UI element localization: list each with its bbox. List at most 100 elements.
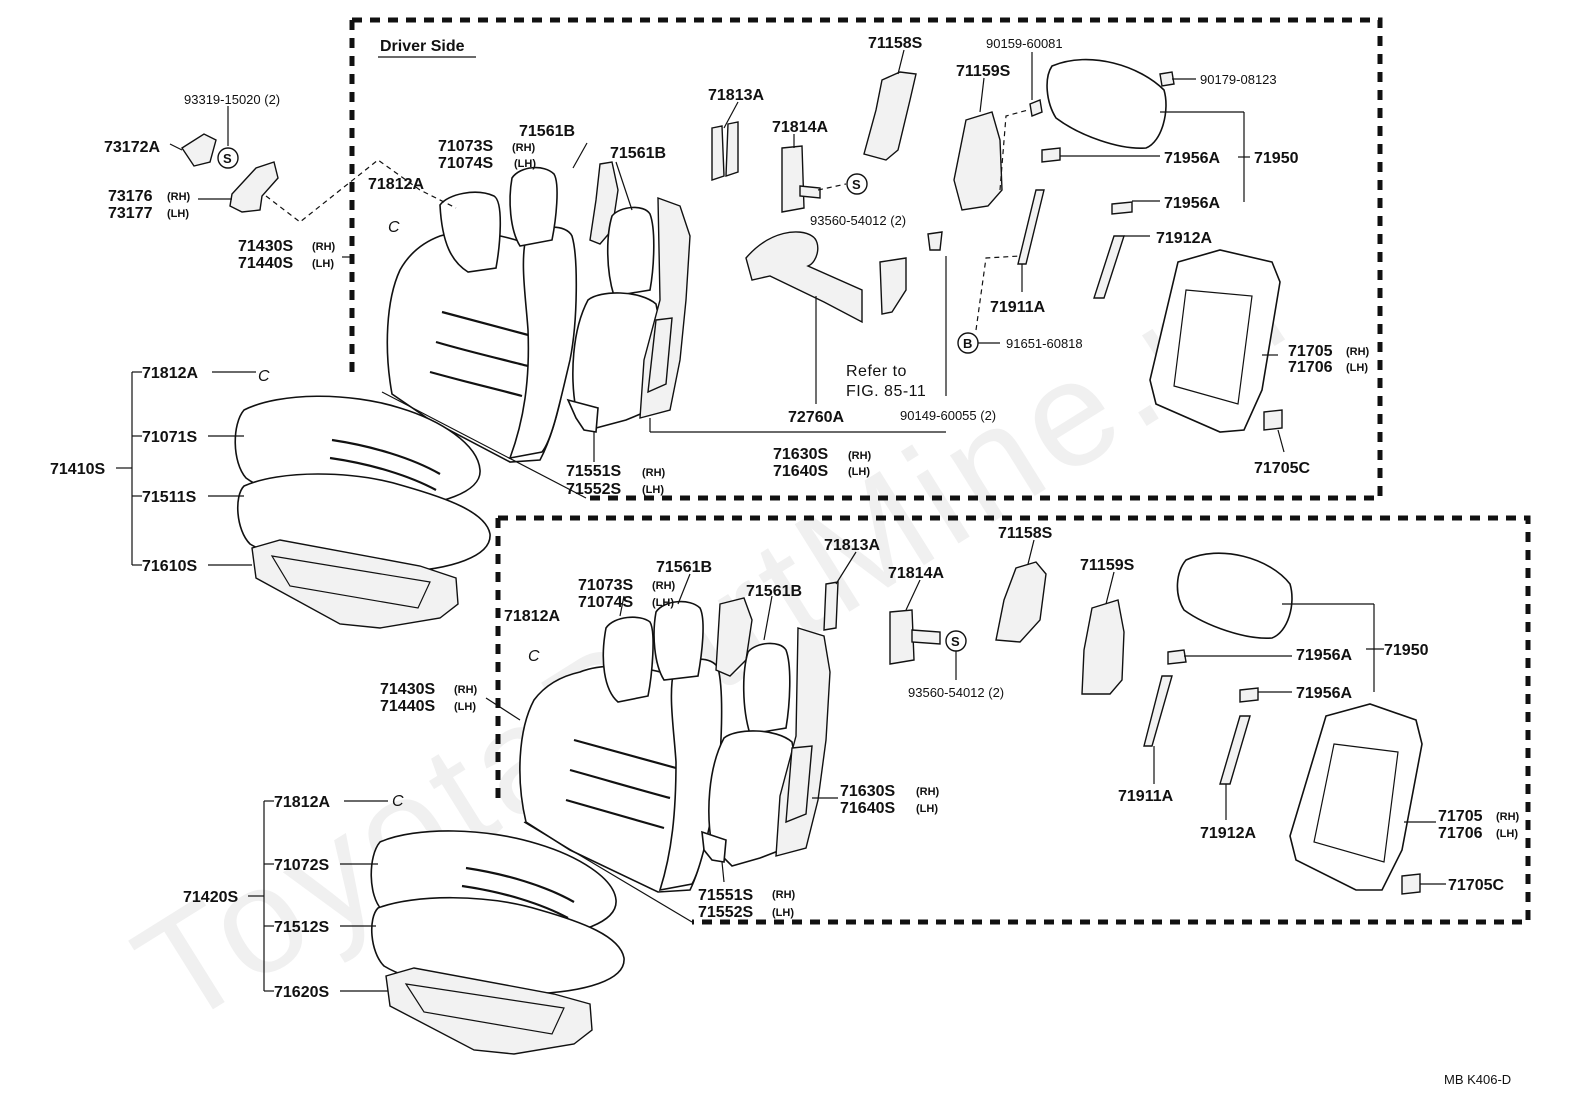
label-71812A: 71812A	[368, 176, 424, 193]
label-71630S: 71630S	[840, 783, 895, 800]
label-71159S: 71159S	[1080, 557, 1135, 574]
c-clip-icon: C	[392, 793, 404, 810]
section-title: Driver Side	[380, 38, 465, 55]
tag-rh: (RH)	[1496, 811, 1520, 823]
tag-lh: (LH)	[514, 158, 536, 170]
label-71073S: 71073S	[578, 577, 633, 594]
label-71813A: 71813A	[824, 537, 880, 554]
seat-back-bottom	[519, 597, 753, 893]
label-90179-08123: 90179-08123	[1200, 72, 1277, 87]
tag-rh: (RH)	[167, 191, 191, 203]
label-71814A: 71814A	[772, 119, 828, 136]
fastener-symbols-top: S S B C C	[217, 147, 979, 385]
label-71071S: 71071S	[142, 429, 197, 446]
passenger-side-group: S C C 71561B 715	[380, 515, 1531, 925]
label-71640S: 71640S	[840, 800, 895, 817]
label-71956A: 71956A	[1296, 685, 1352, 702]
label-73176: 73176	[108, 188, 153, 205]
label-71410S: 71410S	[50, 461, 105, 478]
label-71552S: 71552S	[566, 481, 621, 498]
label-71912A: 71912A	[1156, 230, 1212, 247]
label-71705: 71705	[1288, 343, 1333, 360]
label-71158S: 71158S	[868, 35, 923, 52]
label-71812A: 71812A	[504, 608, 560, 625]
label-90159-60081: 90159-60081	[986, 36, 1063, 51]
label-71705: 71705	[1438, 808, 1483, 825]
label-71705C: 71705C	[1448, 877, 1504, 894]
b-symbol-text: B	[963, 336, 972, 351]
label-71814A: 71814A	[888, 565, 944, 582]
label-90149-60055: 90149-60055 (2)	[900, 408, 996, 423]
s-symbol-text: S	[951, 634, 960, 649]
label-71551S: 71551S	[566, 463, 621, 480]
label-71440S: 71440S	[238, 255, 293, 272]
label-71812A: 71812A	[274, 794, 330, 811]
label-71511S: 71511S	[142, 489, 197, 506]
tag-rh: (RH)	[772, 889, 796, 901]
c-clip-icon: C	[258, 368, 270, 385]
figure-code: MB K406-D	[1444, 1072, 1511, 1087]
label-71950: 71950	[1254, 150, 1299, 167]
tag-rh: (RH)	[454, 684, 478, 696]
label-71561B: 71561B	[610, 145, 666, 162]
label-72760A: 72760A	[788, 409, 844, 426]
figure-reference: FIG. 85-11	[846, 383, 926, 400]
leader-lines-bottom	[485, 539, 1446, 923]
label-71440S: 71440S	[380, 698, 435, 715]
label-71159S: 71159S	[956, 63, 1011, 80]
tag-rh: (RH)	[642, 467, 666, 479]
seat-cushion-top-group: 71410S 71812A 71071S 71511S 71610S	[50, 365, 491, 629]
s-symbol-text: S	[852, 177, 861, 192]
label-71706: 71706	[1288, 359, 1333, 376]
label-71073S: 71073S	[438, 138, 493, 155]
top-misc-parts	[181, 58, 1283, 433]
label-71705C: 71705C	[1254, 460, 1310, 477]
passenger-side-frame	[498, 515, 1531, 925]
label-91651-60818: 91651-60818	[1006, 336, 1083, 351]
tag-lh: (LH)	[167, 208, 189, 220]
label-71911A: 71911A	[990, 299, 1046, 316]
label-71074S: 71074S	[438, 155, 493, 172]
label-71561B: 71561B	[519, 123, 575, 140]
label-71950: 71950	[1384, 642, 1429, 659]
label-71912A: 71912A	[1200, 825, 1256, 842]
label-71552S: 71552S	[698, 904, 753, 921]
label-71630S: 71630S	[773, 446, 828, 463]
label-71430S: 71430S	[380, 681, 435, 698]
cushion-pad-bottom	[370, 896, 625, 995]
label-71620S: 71620S	[274, 984, 329, 1001]
tag-lh: (LH)	[652, 597, 674, 609]
label-71551S: 71551S	[698, 887, 753, 904]
label-71561B: 71561B	[746, 583, 802, 600]
tag-rh: (RH)	[848, 450, 872, 462]
tag-lh: (LH)	[642, 484, 664, 496]
tag-rh: (RH)	[652, 580, 676, 592]
tag-lh: (LH)	[916, 803, 938, 815]
s-symbol-icon	[217, 147, 239, 169]
driver-side-frame	[352, 17, 1383, 501]
label-73172A: 73172A	[104, 139, 160, 156]
tag-lh: (LH)	[312, 258, 334, 270]
s-symbol-icon	[846, 173, 868, 195]
refer-to-note: Refer to	[846, 363, 907, 380]
label-71072S: 71072S	[274, 857, 329, 874]
label-71956A: 71956A	[1164, 150, 1220, 167]
label-93560-54012: 93560-54012 (2)	[810, 213, 906, 228]
label-71420S: 71420S	[183, 889, 238, 906]
tag-rh: (RH)	[1346, 346, 1370, 358]
label-71813A: 71813A	[708, 87, 764, 104]
seat-back-frame-top	[566, 196, 691, 433]
label-71512S: 71512S	[274, 919, 329, 936]
cushion-bottom-leaders	[248, 800, 388, 992]
tag-rh: (RH)	[512, 142, 536, 154]
tag-lh: (LH)	[772, 907, 794, 919]
label-93560-54012: 93560-54012 (2)	[908, 685, 1004, 700]
driver-side-group: Driver Side	[104, 17, 1383, 501]
tag-lh: (LH)	[1496, 828, 1518, 840]
label-71430S: 71430S	[238, 238, 293, 255]
cushion-top-leaders	[116, 371, 256, 566]
label-71610S: 71610S	[142, 558, 197, 575]
label-71911A: 71911A	[1118, 788, 1174, 805]
leader-lines-top	[169, 49, 1285, 499]
